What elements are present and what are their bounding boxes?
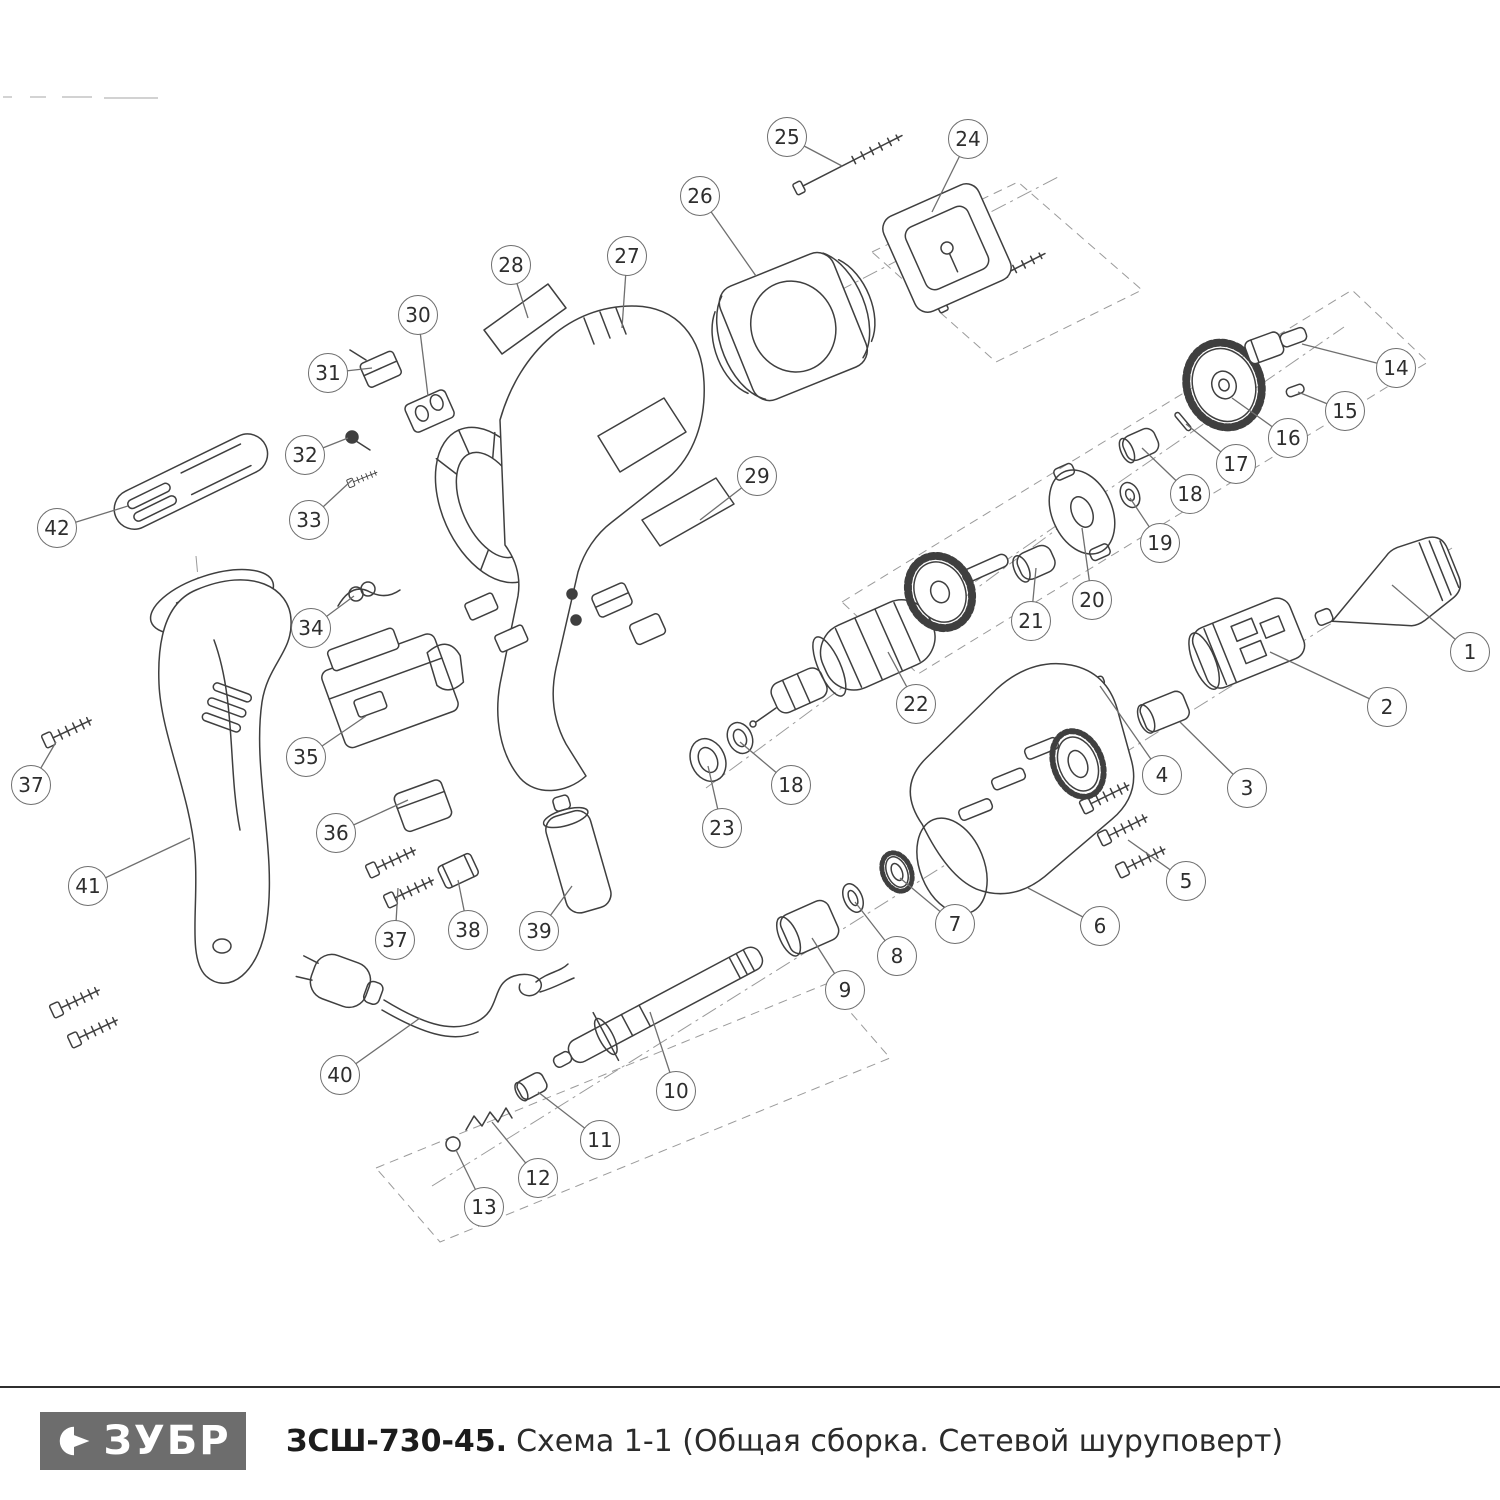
callout-11: 11 (580, 1120, 620, 1160)
model-number: ЗСШ-730-45. (286, 1424, 508, 1459)
callout-13: 13 (464, 1187, 504, 1227)
callout-8: 8 (877, 936, 917, 976)
scheme-title: Схема 1-1 (Общая сборка. Сетевой шурупов… (516, 1424, 1284, 1459)
part-capacitor (542, 794, 612, 914)
scan-artifact (3, 96, 158, 99)
callout-2: 2 (1367, 687, 1407, 727)
callout-6: 6 (1080, 906, 1120, 946)
callout-37: 37 (11, 765, 51, 805)
callout-1: 1 (1450, 632, 1490, 672)
callout-14: 14 (1376, 348, 1416, 388)
part-label-stickers (483, 283, 735, 547)
callout-9: 9 (825, 970, 865, 1010)
part-clutch-collar (1188, 597, 1306, 690)
part-spindle (552, 946, 764, 1068)
part-cord-clamp (364, 842, 480, 910)
callout-18: 18 (1170, 474, 1210, 514)
part-armature (749, 551, 1009, 728)
callout-30: 30 (398, 295, 438, 335)
callout-24: 24 (948, 119, 988, 159)
callout-39: 39 (519, 911, 559, 951)
callout-40: 40 (320, 1055, 360, 1095)
callout-15: 15 (1325, 391, 1365, 431)
callout-3: 3 (1227, 768, 1267, 808)
part-belt-clip (113, 433, 269, 530)
part-ratchet-set (775, 850, 915, 957)
part-switch-cover (393, 779, 453, 833)
callout-28: 28 (491, 245, 531, 285)
callout-33: 33 (289, 500, 329, 540)
part-bit-holder (1314, 536, 1462, 627)
callout-19: 19 (1140, 523, 1180, 563)
callout-41: 41 (68, 866, 108, 906)
callout-38: 38 (448, 910, 488, 950)
callout-10: 10 (656, 1071, 696, 1111)
callout-26: 26 (680, 176, 720, 216)
callout-37: 37 (375, 920, 415, 960)
footer-divider (0, 1386, 1500, 1388)
part-air-baffle (882, 183, 1012, 313)
part-power-cord (295, 953, 575, 1038)
part-switch (321, 627, 465, 749)
part-brush-and-switch-parts (337, 349, 455, 607)
part-stator (711, 251, 876, 402)
callout-7: 7 (935, 904, 975, 944)
zubr-logo: ЗУБР (40, 1412, 246, 1470)
part-gearbox-housing (909, 662, 1135, 915)
callout-17: 17 (1216, 444, 1256, 484)
zubr-logo-arrow-icon (60, 1426, 90, 1456)
callout-23: 23 (702, 808, 742, 848)
callout-18: 18 (771, 765, 811, 805)
callout-29: 29 (737, 456, 777, 496)
brand-name: ЗУБР (103, 1418, 231, 1464)
part-handle (158, 579, 292, 985)
footer-title: ЗСШ-730-45.Схема 1-1 (Общая сборка. Сете… (286, 1424, 1283, 1459)
callout-20: 20 (1072, 580, 1112, 620)
part-rotor-bearings (689, 721, 754, 783)
callout-5: 5 (1166, 861, 1206, 901)
callout-32: 32 (285, 435, 325, 475)
callout-31: 31 (308, 353, 348, 393)
callout-4: 4 (1142, 755, 1182, 795)
callout-36: 36 (316, 813, 356, 853)
callout-22: 22 (896, 684, 936, 724)
callout-35: 35 (286, 737, 326, 777)
callout-27: 27 (607, 236, 647, 276)
callout-16: 16 (1268, 418, 1308, 458)
part-trigger-bits (464, 582, 667, 653)
callout-12: 12 (518, 1158, 558, 1198)
callout-34: 34 (291, 608, 331, 648)
part-motor-housing (434, 305, 705, 792)
callout-42: 42 (37, 508, 77, 548)
callout-21: 21 (1011, 601, 1051, 641)
callout-25: 25 (767, 117, 807, 157)
